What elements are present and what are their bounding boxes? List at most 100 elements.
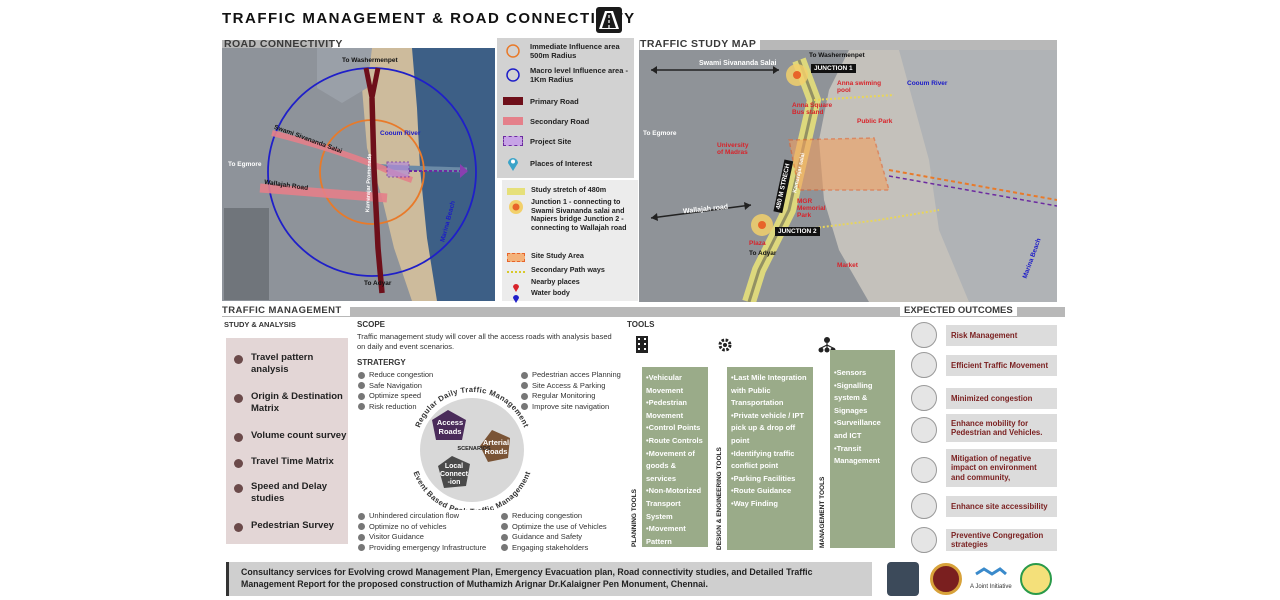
label-washermenpet: To Washermenpet xyxy=(342,57,398,64)
design-tools-label: DESIGN & ENGINEERING TOOLS xyxy=(716,447,723,550)
congestion-icon xyxy=(911,385,937,411)
label-egmore: To Egmore xyxy=(228,161,262,168)
label-adyar: To Adyar xyxy=(364,280,392,287)
outcome-item: Minimized congestion xyxy=(946,388,1057,409)
red-pin-icon xyxy=(507,279,525,292)
label-adyar: To Adyar xyxy=(749,250,777,257)
secondary-path-icon xyxy=(507,267,525,276)
label-cooum-river: Cooum River xyxy=(380,130,421,137)
university-seal-logo xyxy=(930,563,962,595)
gear-icon xyxy=(716,336,734,354)
strategy-left-list: Reduce congestion Safe Navigation Optimi… xyxy=(358,370,433,412)
list-item: Providing emergengy Infrastructure xyxy=(358,543,486,554)
label-anna-pool: Anna swiming pool xyxy=(837,80,882,94)
planning-tools-box: •Vehicular Movement •Pedestrian Movement… xyxy=(642,367,708,558)
management-tools-box: •Sensors •Signalling system & Signages •… xyxy=(830,350,895,548)
section-bar xyxy=(222,307,1065,317)
building-icon xyxy=(633,334,651,353)
scope-text: Traffic management study will cover all … xyxy=(357,332,612,351)
outcome-item: Preventive Congregation strategies xyxy=(946,529,1057,551)
legend-item: Macro level Influence area - 1Km Radius xyxy=(503,66,634,84)
legend-item: Immediate Influence area 500m Radius xyxy=(503,42,634,60)
list-item: Regular Monitoring xyxy=(521,391,621,402)
scenarios-label: SCENARIOS xyxy=(457,446,491,452)
strategy-title: STRATERGY xyxy=(357,358,406,367)
label-washermenpet: To Washermenpet xyxy=(809,52,865,59)
legend-item: Primary Road xyxy=(503,94,579,108)
accessibility-icon xyxy=(911,493,937,519)
bottom-left-list: Unhindered circulation flow Optimize no … xyxy=(358,511,486,553)
map-legend: Immediate Influence area 500m Radius Mac… xyxy=(497,38,634,178)
planning-tools-label: PLANNING TOOLS xyxy=(631,488,638,547)
study-legend: Study stretch of 480m Junction 1 - conne… xyxy=(502,180,638,303)
list-item: Travel Time Matrix xyxy=(234,456,334,468)
study-analysis-list: Travel pattern analysis Origin & Destina… xyxy=(226,338,348,544)
list-item: Pedestrian Survey xyxy=(234,520,334,532)
scope-title: SCOPE xyxy=(357,320,386,329)
list-item: Travel pattern analysis xyxy=(234,352,331,375)
list-item: Optimize speed xyxy=(358,391,433,402)
footer-banner: Consultancy services for Evolving crowd … xyxy=(226,562,872,596)
legend-item: Project Site xyxy=(503,134,571,148)
list-item: Visitor Guidance xyxy=(358,532,486,543)
label-junction-1: JUNCTION 1 xyxy=(811,64,856,73)
list-item: Site Access & Parking xyxy=(521,381,621,392)
bottom-right-list: Reducing congestion Optimize the use of … xyxy=(501,511,607,553)
footer-text: Consultancy services for Evolving crowd … xyxy=(241,567,813,589)
list-item: Guidance and Safety xyxy=(501,532,607,543)
orange-circle-icon xyxy=(503,44,523,58)
traffic-study-header: TRAFFIC STUDY MAP xyxy=(640,38,761,50)
label-cooum-river: Cooum River xyxy=(907,80,948,87)
risk-icon xyxy=(911,322,937,348)
label-plaza: Plaza xyxy=(749,240,766,247)
label-swami-sivananda: Swami Sivananda Salai xyxy=(699,60,777,67)
junction-glow-icon xyxy=(507,199,525,215)
list-item: Risk reduction xyxy=(358,402,433,413)
page-title: TRAFFIC MANAGEMENT & ROAD CONNECTIVITY xyxy=(222,10,636,27)
legend-item: Site Study Area xyxy=(507,251,584,262)
scenario-diagram: Regular Daily Traffic Management Event B… xyxy=(404,385,540,516)
label-egmore: To Egmore xyxy=(643,130,677,137)
consultant-logo xyxy=(887,562,919,596)
design-tools-text: •Last Mile Integration with Public Trans… xyxy=(731,373,807,508)
legend-item: Nearby places xyxy=(507,277,580,292)
government-seal-logo xyxy=(1020,563,1052,595)
legend-item: Water body xyxy=(507,288,570,303)
outcome-item: Efficient Traffic Movement xyxy=(946,355,1057,376)
list-item: Speed and Delay studies xyxy=(234,481,331,504)
outcome-item: Risk Management xyxy=(946,325,1057,346)
maroon-bar-icon xyxy=(503,94,523,108)
list-item: Safe Navigation xyxy=(358,381,433,392)
design-tools-box: •Last Mile Integration with Public Trans… xyxy=(727,367,813,550)
list-item: Reduce congestion xyxy=(358,370,433,381)
outcome-item: Enhance site accessibility xyxy=(946,496,1057,517)
tools-title: TOOLS xyxy=(627,320,655,329)
legend-item: Junction 1 - connecting to Swami Sivanan… xyxy=(507,197,635,232)
list-item: Pedestrian acces Planning xyxy=(521,370,621,381)
traffic-study-map: To Washermenpet Swami Sivananda Salai JU… xyxy=(639,50,1057,302)
legend-item: Secondary Path ways xyxy=(507,265,605,276)
label-junction-2: JUNCTION 2 xyxy=(775,227,820,236)
list-item: Optimize no of vehicles xyxy=(358,522,486,533)
label-university: University of Madras xyxy=(717,142,749,156)
joint-initiative-label: A Joint Initiative xyxy=(970,584,1012,590)
road-connectivity-header: ROAD CONNECTIVITY xyxy=(224,38,343,50)
pin-icon xyxy=(503,156,523,171)
traffic-management-header: TRAFFIC MANAGEMENT xyxy=(222,305,350,316)
pink-bar-icon xyxy=(503,114,523,128)
traffic-movement-icon xyxy=(911,352,937,378)
environment-icon xyxy=(911,457,937,483)
blue-circle-icon xyxy=(503,68,523,82)
strategy-right-list: Pedestrian acces Planning Site Access & … xyxy=(521,370,621,412)
label-anna-bus-stand: Anna Square Bus stand xyxy=(792,102,833,116)
list-item: Engaging stakeholders xyxy=(501,543,607,554)
label-market: Market xyxy=(837,262,858,269)
list-item: Optimize the use of Vehicles xyxy=(501,522,607,533)
handshake-icon xyxy=(974,566,1008,580)
list-item: Origin & Destination Matrix xyxy=(234,391,346,414)
management-tools-text: •Sensors •Signalling system & Signages •… xyxy=(834,368,881,466)
legend-item: Secondary Road xyxy=(503,114,589,128)
study-analysis-subheader: STUDY & ANALYSIS xyxy=(224,320,296,329)
